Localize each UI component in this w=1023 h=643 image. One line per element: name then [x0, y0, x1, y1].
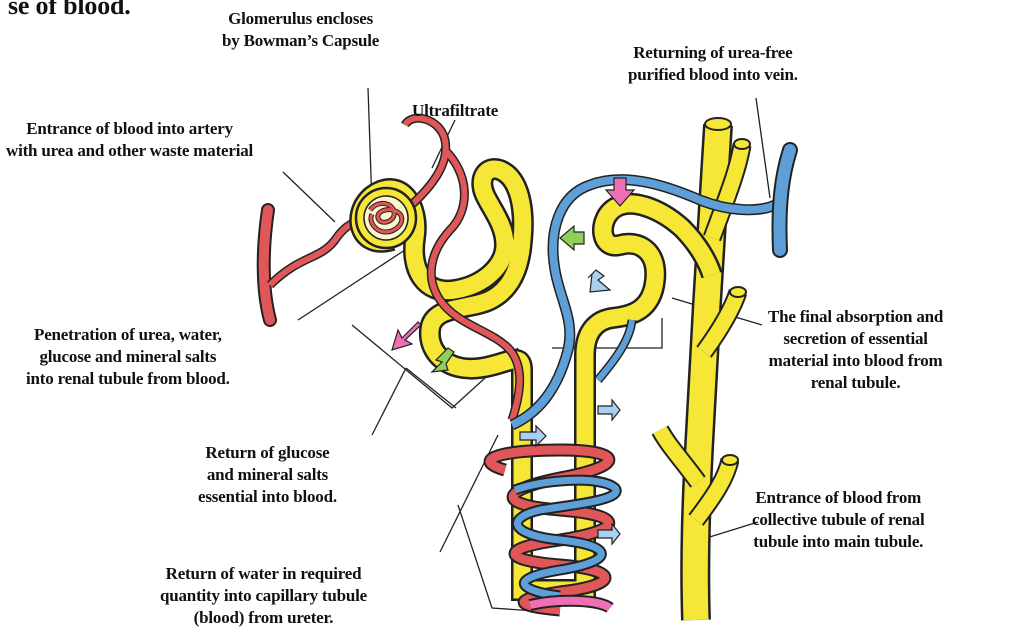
leader-entrance-artery [283, 172, 335, 222]
leader-return-glucose-a [372, 368, 406, 435]
arrow-pink-1 [392, 322, 421, 350]
label-penetration: Penetration of urea, water,glucose and m… [26, 324, 230, 390]
arrow-blue-1 [588, 270, 610, 292]
label-ultrafiltrate: Ultrafiltrate [412, 100, 498, 122]
glomerulus [356, 188, 416, 248]
leader-returning-vein [756, 98, 770, 198]
arrow-blue-3 [598, 400, 620, 420]
arrow-green-2 [560, 226, 584, 250]
leader-return-water [440, 435, 498, 552]
